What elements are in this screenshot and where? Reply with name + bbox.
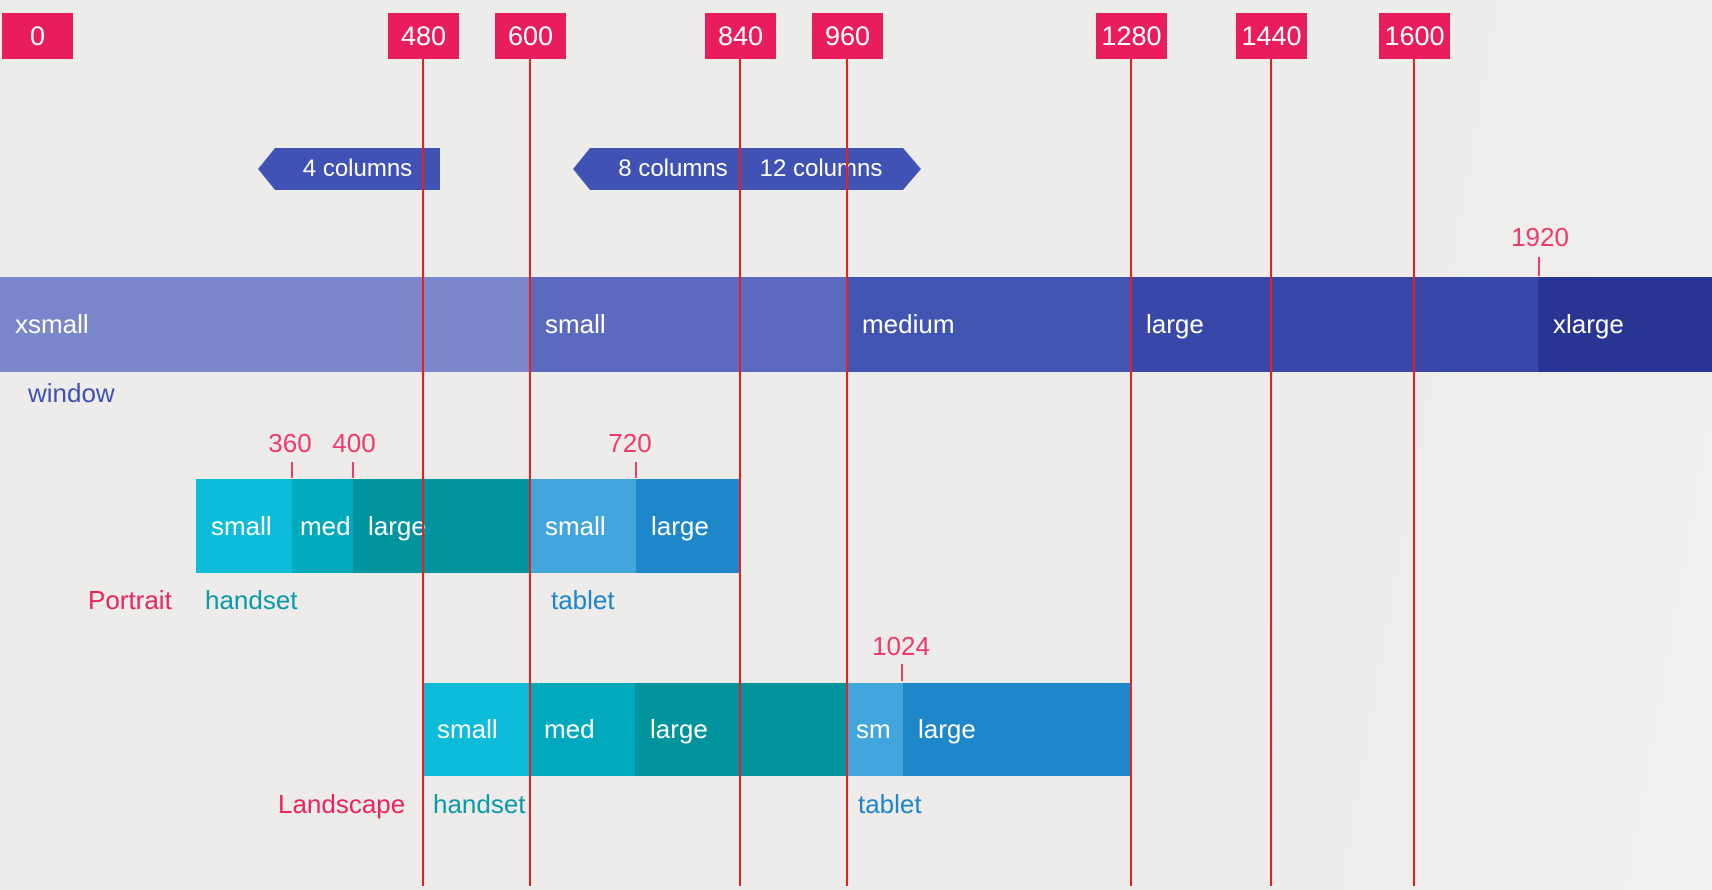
portrait-handset-caption: handset — [205, 585, 298, 615]
tick-label-360: 360 — [268, 428, 312, 458]
portrait-tablet-caption: tablet — [551, 585, 615, 615]
tick-mark-360 — [291, 462, 293, 478]
portrait-caption: Portrait — [88, 585, 172, 615]
landscape-tablet-caption: tablet — [858, 789, 922, 819]
tick-label-400: 400 — [332, 428, 376, 458]
segment-label: large — [918, 714, 976, 744]
segment-label: small — [437, 714, 498, 744]
window-caption: window — [28, 378, 115, 408]
landscape-caption: Landscape — [278, 789, 406, 819]
tick-mark-1920 — [1538, 257, 1540, 276]
rule-line-1280 — [1130, 59, 1132, 886]
tick-label-720: 720 — [608, 428, 652, 458]
window-segment-medium: medium — [847, 277, 1131, 372]
breakpoint-box-1600: 1600 — [1379, 13, 1450, 59]
landscape-handset-med: med — [529, 683, 635, 776]
breakpoint-box-1440: 1440 — [1236, 13, 1307, 59]
portrait-tablet-large: large — [636, 479, 739, 573]
window-segment-label: xlarge — [1553, 309, 1624, 339]
window-segment-label: xsmall — [15, 309, 89, 339]
rule-line-1600 — [1413, 59, 1415, 886]
portrait-handset-large: large — [353, 479, 530, 573]
window-segment-label: large — [1146, 309, 1204, 339]
rule-line-480 — [422, 59, 424, 886]
segment-label: large — [651, 510, 709, 541]
window-segment-large: large — [1131, 277, 1538, 372]
rule-line-600 — [529, 59, 531, 886]
breakpoint-box-600: 600 — [495, 13, 566, 59]
tick-mark-720 — [635, 462, 637, 478]
rule-line-1440 — [1270, 59, 1272, 886]
badge-8-columns: 8 columns — [573, 148, 756, 190]
tick-label-1024: 1024 — [872, 631, 930, 661]
segment-label: large — [368, 510, 426, 541]
portrait-handset-med: med — [292, 479, 353, 573]
window-segment-small: small — [530, 277, 847, 372]
segment-label: small — [211, 510, 272, 541]
rule-line-960 — [846, 59, 848, 886]
breakpoint-box-0: 0 — [2, 13, 73, 59]
portrait-handset-small: small — [196, 479, 292, 573]
breakpoint-box-840: 840 — [705, 13, 776, 59]
window-segment-xlarge: xlarge — [1538, 277, 1712, 372]
window-segment-label: medium — [862, 309, 955, 339]
segment-label: small — [545, 510, 606, 541]
tick-mark-1024 — [901, 664, 903, 681]
landscape-tablet-sm: sm — [846, 683, 903, 776]
landscape-handset-small: small — [422, 683, 529, 776]
breakpoint-box-480: 480 — [388, 13, 459, 59]
breakpoint-box-1280: 1280 — [1096, 13, 1167, 59]
badge-12-columns: 12 columns — [739, 148, 921, 190]
tick-label-1920: 1920 — [1511, 222, 1569, 252]
segment-label: med — [300, 510, 351, 541]
rule-line-840 — [739, 59, 741, 886]
landscape-tablet-large: large — [903, 683, 1130, 776]
segment-label: sm — [856, 714, 891, 744]
landscape-handset-caption: handset — [433, 789, 526, 819]
segment-label: large — [650, 714, 708, 744]
badge-4-columns: 4 columns — [258, 148, 440, 190]
window-segment-label: small — [545, 309, 606, 339]
portrait-tablet-small: small — [530, 479, 636, 573]
tick-mark-400 — [352, 462, 354, 478]
breakpoint-box-960: 960 — [812, 13, 883, 59]
segment-label: med — [544, 714, 595, 744]
window-segment-xsmall: xsmall — [0, 277, 530, 372]
